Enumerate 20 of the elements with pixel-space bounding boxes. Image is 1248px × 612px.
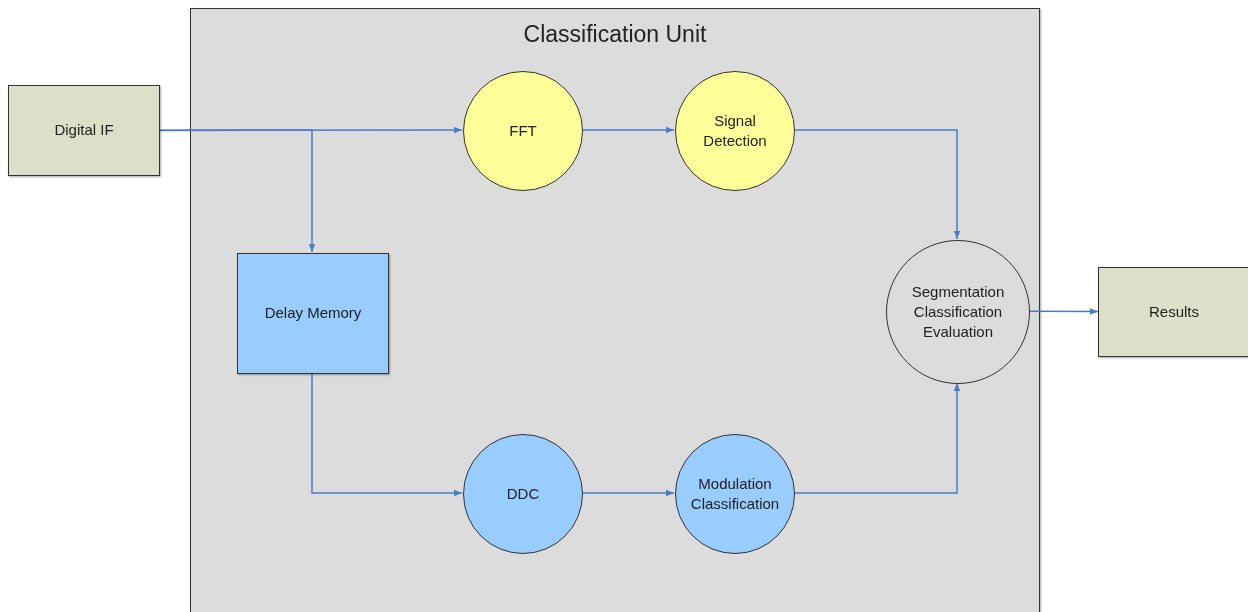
- node-label: Signal Detection: [702, 110, 768, 151]
- input-box: [8, 85, 160, 176]
- arrow: [581, 489, 675, 497]
- arrow: [1028, 308, 1099, 315]
- arrow: [159, 129, 316, 253]
- arrow: [311, 372, 463, 497]
- arrow: [793, 382, 961, 494]
- output-box: [1098, 267, 1248, 357]
- memory-box: [237, 253, 389, 374]
- arrow: [581, 126, 675, 134]
- node-label: Modulation Classification: [689, 473, 781, 514]
- panel-title: Classification Unit: [523, 20, 707, 49]
- node-label: Delay Memory: [263, 303, 363, 324]
- unit-panel: [190, 8, 1040, 612]
- node-label: Segmentation Classification Evaluation: [910, 281, 1006, 343]
- node-label: Results: [1148, 301, 1200, 322]
- arrow: [793, 129, 961, 240]
- node-label: Digital IF: [53, 120, 115, 141]
- node-label: DDC: [505, 483, 541, 504]
- node-label: FFT: [508, 120, 538, 141]
